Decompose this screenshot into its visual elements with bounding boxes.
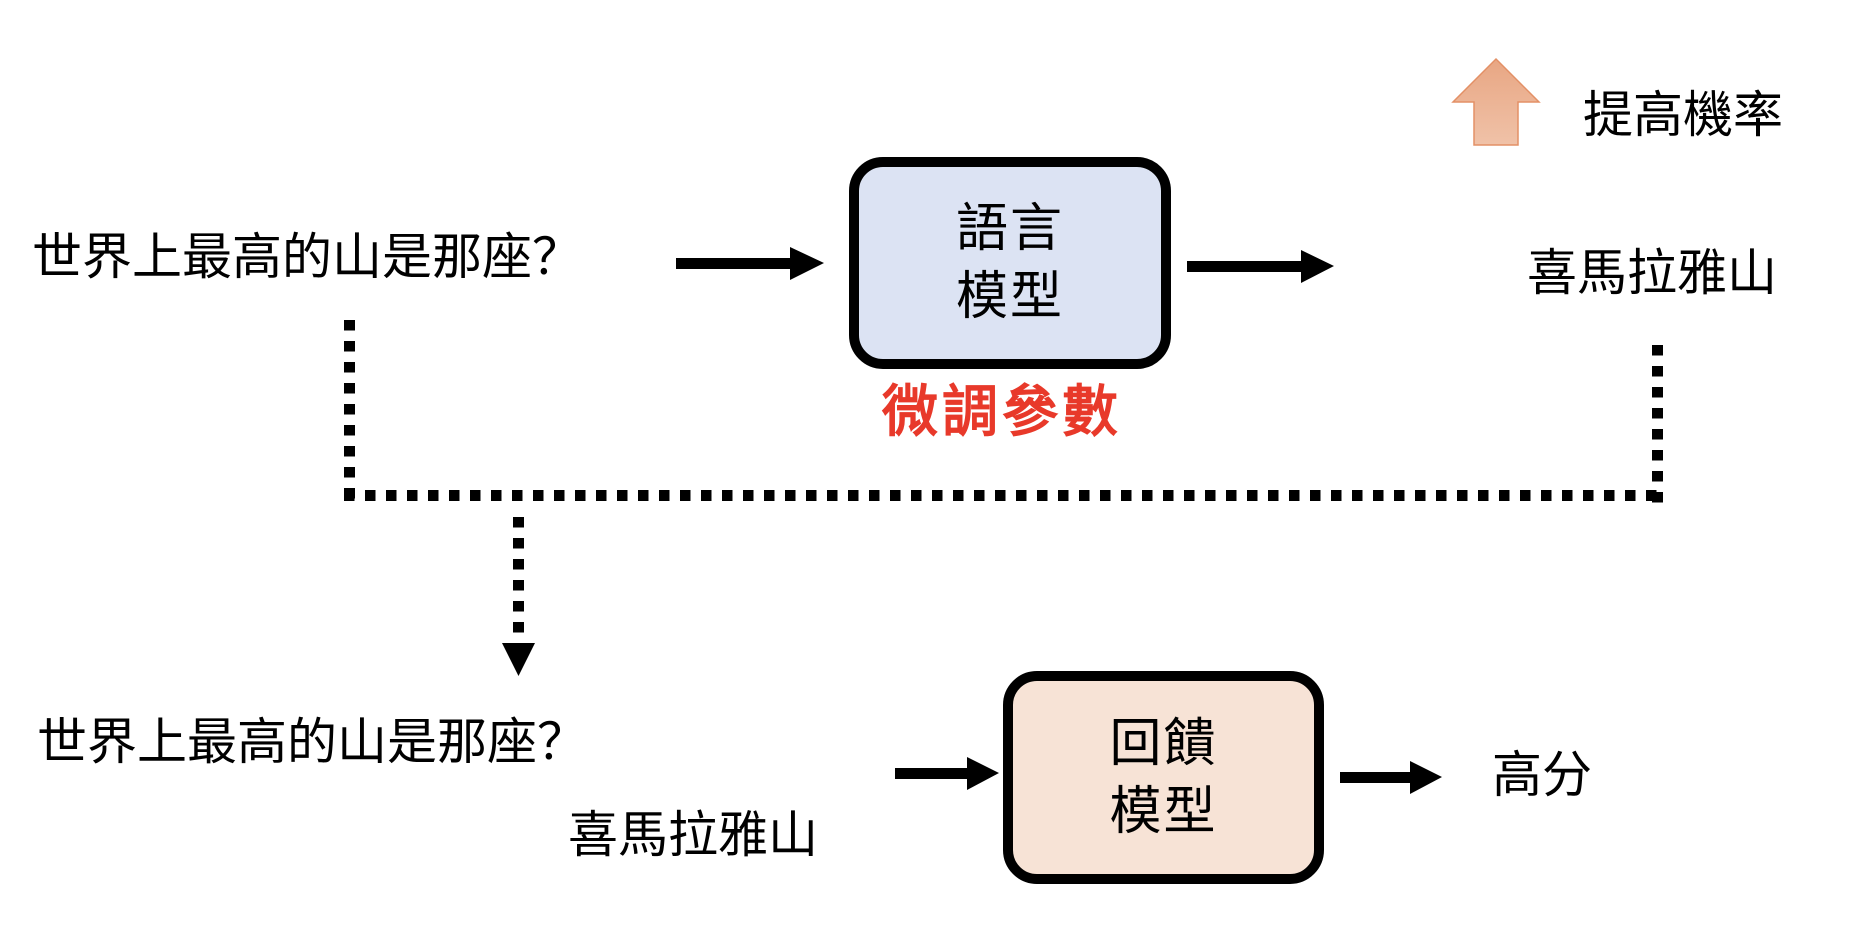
dotted-arrow-down-to-reward-input <box>502 517 535 676</box>
arrow-language-model-to-answer <box>1187 250 1334 283</box>
fine-tune-annotation: 微調參數 <box>882 380 1122 445</box>
reward-model-label-line1: 回饋 <box>1109 713 1218 774</box>
reward-model-box: 回饋 模型 <box>1003 671 1324 884</box>
legend-label: 提高機率 <box>1583 86 1783 144</box>
top-answer-text: 喜馬拉雅山 <box>1527 244 1777 302</box>
score-output-text: 高分 <box>1492 746 1592 804</box>
up-arrow-icon <box>1451 57 1541 146</box>
language-model-box: 語言 模型 <box>849 157 1171 369</box>
reward-model-label-line2: 模型 <box>1109 781 1218 842</box>
arrow-inputs-to-reward-model <box>895 757 999 790</box>
language-model-label-line1: 語言 <box>955 199 1064 259</box>
arrow-question-to-language-model <box>676 247 824 280</box>
language-model-label-line2: 模型 <box>955 267 1064 327</box>
bottom-question-text: 世界上最高的山是那座？ <box>37 713 587 771</box>
arrow-reward-model-to-score <box>1340 761 1442 794</box>
top-question-text: 世界上最高的山是那座？ <box>32 228 582 286</box>
bottom-answer-text: 喜馬拉雅山 <box>568 806 818 864</box>
